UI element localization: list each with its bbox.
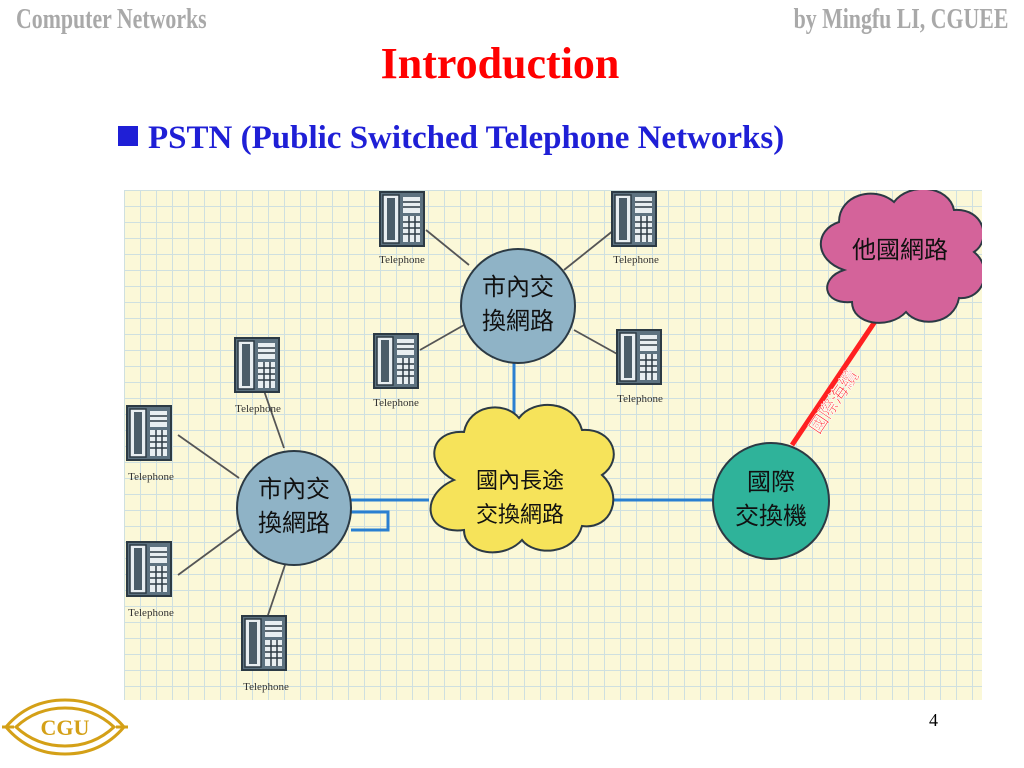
telephone-icon: Telephone bbox=[379, 191, 425, 266]
pstn-diagram: Telephone Telephone Telephone Telephone … bbox=[124, 190, 982, 700]
svg-text:Telephone: Telephone bbox=[235, 403, 281, 415]
svg-text:Telephone: Telephone bbox=[128, 607, 174, 619]
submarine-cable-line bbox=[789, 318, 879, 447]
svg-text:Telephone: Telephone bbox=[128, 471, 174, 483]
author-credit: by Mingfu LI, CGUEE bbox=[793, 4, 1008, 35]
svg-text:Telephone: Telephone bbox=[617, 393, 663, 405]
page-number: 4 bbox=[929, 710, 938, 730]
telephone-icon: Telephone bbox=[611, 191, 659, 266]
svg-text:換網路: 換網路 bbox=[482, 307, 554, 335]
submarine-cable-label: 國際海纜 bbox=[806, 366, 864, 437]
svg-text:Telephone: Telephone bbox=[613, 254, 659, 266]
svg-text:交換機: 交換機 bbox=[735, 502, 807, 530]
svg-text:市內交: 市內交 bbox=[258, 475, 330, 503]
telephone-icon: Telephone bbox=[616, 329, 663, 405]
svg-text:市內交: 市內交 bbox=[482, 273, 554, 301]
svg-text:Telephone: Telephone bbox=[379, 254, 425, 266]
course-title: Computer Networks bbox=[16, 4, 207, 35]
telephone-icon: Telephone bbox=[234, 337, 281, 415]
svg-text:國內長途: 國內長途 bbox=[476, 469, 564, 494]
foreign-network-cloud: 他國網路 bbox=[819, 190, 982, 324]
telephone-icon: Telephone bbox=[126, 541, 174, 619]
svg-text:國際: 國際 bbox=[747, 468, 795, 496]
long-distance-network-cloud: 國內長途 交換網路 bbox=[429, 403, 615, 554]
access-links bbox=[177, 229, 620, 619]
local-exchange-node-top: 市內交 換網路 bbox=[460, 248, 576, 364]
telephone-icon: Telephone bbox=[241, 615, 289, 693]
telephone-icon: Telephone bbox=[373, 333, 419, 409]
svg-text:Telephone: Telephone bbox=[243, 681, 289, 693]
svg-text:他國網路: 他國網路 bbox=[852, 236, 948, 264]
svg-text:換網路: 換網路 bbox=[258, 509, 330, 537]
pstn-diagram-svg: Telephone Telephone Telephone Telephone … bbox=[126, 190, 982, 693]
telephone-icon: Telephone bbox=[126, 405, 174, 483]
international-exchange-node: 國際 交換機 bbox=[712, 442, 830, 560]
local-exchange-node-left: 市內交 換網路 bbox=[236, 450, 352, 566]
svg-text:交換網路: 交換網路 bbox=[476, 503, 564, 528]
svg-text:Telephone: Telephone bbox=[373, 397, 419, 409]
cgu-logo: CGU bbox=[2, 698, 128, 756]
square-bullet-icon bbox=[118, 126, 138, 146]
bullet-item: PSTN (Public Switched Telephone Networks… bbox=[118, 120, 784, 157]
slide-title: Introduction bbox=[380, 39, 620, 88]
bullet-text: PSTN (Public Switched Telephone Networks… bbox=[148, 120, 785, 156]
svg-text:CGU: CGU bbox=[41, 715, 90, 740]
